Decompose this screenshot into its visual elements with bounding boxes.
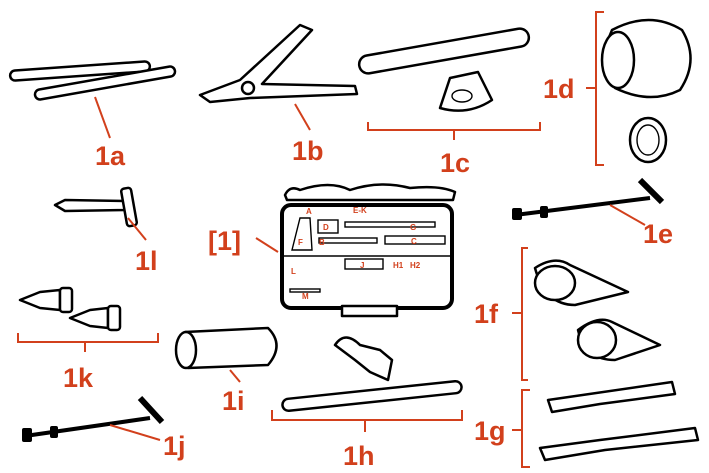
tool-1a-rods: 1a xyxy=(8,60,177,171)
label-1f: 1f xyxy=(474,299,499,329)
tool-1e-puller-rod: 1e xyxy=(512,177,673,249)
label-1d: 1d xyxy=(543,74,575,104)
label-1c: 1c xyxy=(440,148,470,178)
label-case: [1] xyxy=(208,226,241,256)
tool-1k-drifts: 1k xyxy=(17,286,159,393)
tool-1b-pliers: 1b xyxy=(198,23,359,166)
label-1g: 1g xyxy=(474,416,506,446)
label-1b: 1b xyxy=(292,136,324,166)
tool-1g-forks: 1g xyxy=(474,380,700,468)
label-1a: 1a xyxy=(95,141,126,171)
label-1i: 1i xyxy=(222,386,245,416)
tool-case-1: A E-K D G F B C L J H1 H2 M [1] xyxy=(208,183,457,318)
case-label-g: G xyxy=(410,223,416,232)
label-1l: 1l xyxy=(135,246,158,276)
tool-1h-holder-and-strap: 1h xyxy=(271,336,463,471)
case-label-j: J xyxy=(360,261,364,270)
tool-1i-socket: 1i xyxy=(174,326,278,416)
case-label-h2: H2 xyxy=(410,261,421,270)
label-1h: 1h xyxy=(343,441,375,471)
case-label-l: L xyxy=(291,267,296,276)
tool-1c-drift-and-sleeve: 1c xyxy=(357,27,541,178)
tool-1j-puller-rod: 1j xyxy=(22,395,186,461)
case-label-f: F xyxy=(298,238,303,247)
tool-1d-sockets: 1d xyxy=(543,11,692,166)
tool-1l-t-handle: 1l xyxy=(53,186,158,276)
label-1e: 1e xyxy=(643,219,673,249)
case-label-a: A xyxy=(306,207,312,216)
tool-1f-cones: 1f xyxy=(474,247,662,381)
case-label-c: C xyxy=(411,237,417,246)
case-label-b: B xyxy=(319,238,325,247)
case-label-m: M xyxy=(302,292,309,301)
label-1j: 1j xyxy=(163,431,186,461)
case-label-d: D xyxy=(323,223,329,232)
case-label-h1: H1 xyxy=(393,261,404,270)
case-label-e-k: E-K xyxy=(353,206,367,215)
label-1k: 1k xyxy=(63,363,94,393)
